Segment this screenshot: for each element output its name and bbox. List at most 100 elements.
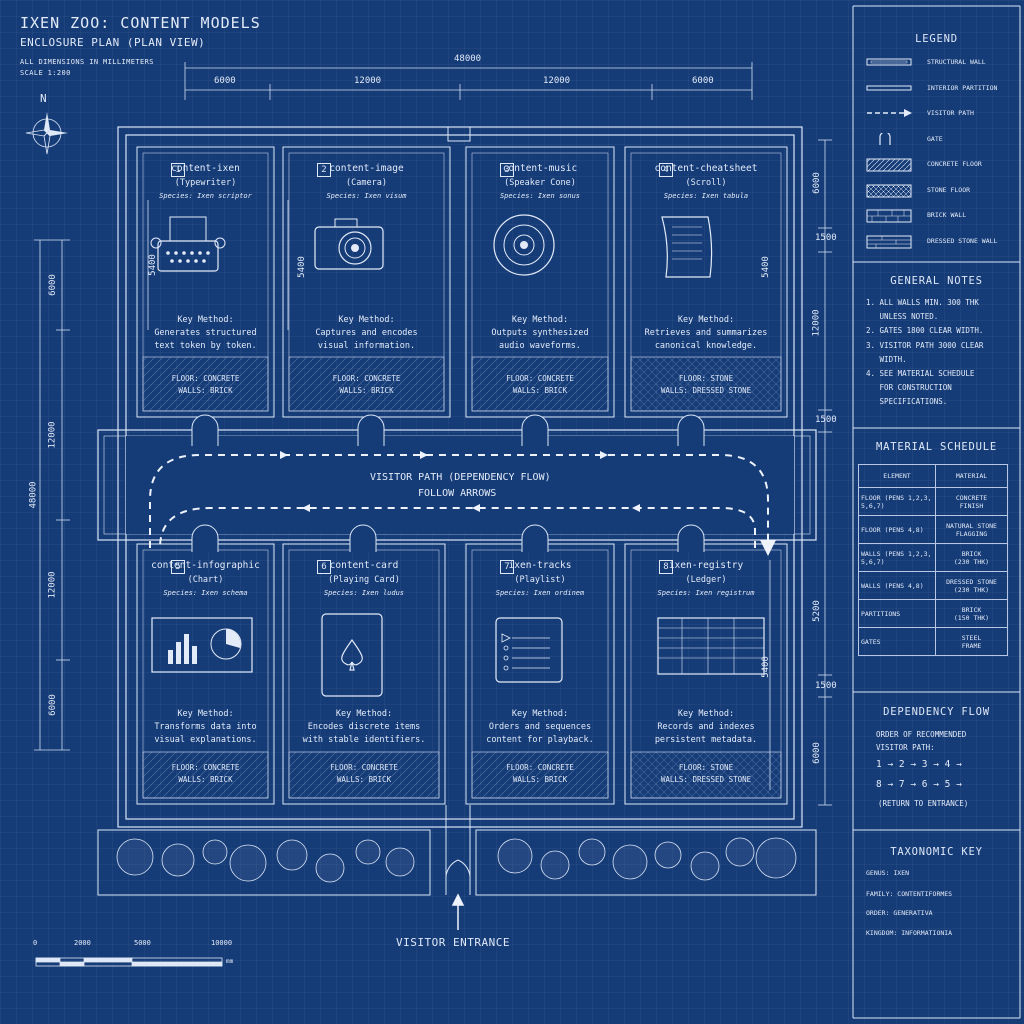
wall-spec: WALLS: BRICK bbox=[178, 775, 233, 784]
scale-unit-label: mm bbox=[226, 958, 234, 965]
scale-tick-label: 2000 bbox=[74, 939, 91, 947]
visitor-path-symbol bbox=[867, 109, 912, 117]
dependency-flow-heading: DEPENDENCY FLOW bbox=[883, 706, 990, 718]
legend-item-label: DRESSED STONE WALL bbox=[927, 236, 998, 245]
enclosure-common-name: (Chart) bbox=[187, 575, 224, 585]
enclosure-number-badge: 5 bbox=[171, 560, 185, 574]
material-cell-line: GATES bbox=[861, 637, 881, 646]
scale-tick-label: 10000 bbox=[211, 939, 233, 947]
enclosure-species: Species: Ixen registrum bbox=[657, 589, 755, 597]
enclosure-species: Species: Ixen ordinem bbox=[495, 589, 585, 597]
enclosure-name: ixen-registry bbox=[668, 560, 744, 571]
material-cell-line: FRAME bbox=[961, 641, 982, 650]
key-method-label: Key Method: bbox=[335, 709, 393, 719]
material-cell-line: 5,6,7) bbox=[861, 557, 885, 566]
playlist-icon bbox=[495, 617, 563, 683]
scale-tick-label: 0 bbox=[33, 939, 38, 947]
wall-spec: WALLS: DRESSED STONE bbox=[660, 386, 752, 395]
enclosure-name: content-music bbox=[502, 163, 578, 174]
gate-symbol bbox=[879, 132, 891, 145]
camera-icon bbox=[313, 218, 384, 270]
dependency-intro: ORDER OF RECOMMENDED bbox=[876, 730, 967, 739]
page-title: IXEN ZOO: CONTENT MODELS bbox=[20, 14, 261, 32]
floor-spec: FLOOR: CONCRETE bbox=[332, 374, 401, 383]
enclosure-species: Species: Ixen scriptor bbox=[159, 192, 252, 200]
enclosure-number-badge: 2 bbox=[317, 163, 331, 177]
material-cell-line: FLOOR (PENS 1,2,3, bbox=[861, 493, 932, 502]
taxonomy-line: FAMILY: CONTENTIFORMES bbox=[866, 890, 953, 898]
dim-top-segment: 12000 bbox=[354, 76, 382, 86]
dim-left-segment: 12000 bbox=[47, 421, 58, 449]
general-note-line: UNLESS NOTED. bbox=[866, 312, 939, 322]
structural-wall-symbol bbox=[866, 58, 912, 66]
material-table-cell: BRICK(230 THK) bbox=[935, 543, 1008, 572]
enclosure-common-name: (Playing Card) bbox=[328, 575, 400, 585]
material-cell-line: CONCRETE bbox=[955, 493, 988, 502]
material-table-row: WALLS (PENS 4,8) DRESSED STONE(230 THK) bbox=[858, 571, 1008, 600]
key-method-text: Generates structured bbox=[154, 328, 257, 338]
key-method-label: Key Method: bbox=[677, 315, 735, 325]
enclosure-species: Species: Ixen visum bbox=[326, 192, 407, 200]
dependency-footer: (RETURN TO ENTRANCE) bbox=[878, 799, 969, 808]
typewriter-icon bbox=[150, 216, 225, 272]
dim-right-segment: 6000 bbox=[811, 172, 822, 194]
taxonomy-line: ORDER: GENERATIVA bbox=[866, 909, 933, 917]
material-cell-line: STEEL bbox=[961, 633, 982, 642]
material-table-cell: BRICK(150 THK) bbox=[935, 599, 1008, 628]
material-cell-line: NATURAL STONE bbox=[946, 521, 997, 530]
enclosure-name: content-cheatsheet bbox=[654, 163, 758, 174]
general-note-line: WIDTH. bbox=[866, 354, 907, 364]
key-method-text: Outputs synthesized bbox=[491, 328, 589, 338]
speaker-icon bbox=[493, 214, 555, 276]
material-table-cell: DRESSED STONE(230 THK) bbox=[935, 571, 1008, 600]
visitor-path-sublabel: FOLLOW ARROWS bbox=[418, 488, 497, 499]
key-method-text: content for playback. bbox=[486, 735, 594, 745]
dim-top-segment: 6000 bbox=[692, 76, 714, 86]
enclosure-name: content-card bbox=[329, 560, 399, 571]
material-cell-line: WALLS (PENS 4,8) bbox=[861, 581, 924, 590]
key-method-text: Encodes discrete items bbox=[307, 722, 421, 732]
enclosure-name: content-image bbox=[329, 163, 404, 174]
material-table-header-cell: ELEMENT bbox=[858, 464, 936, 488]
taxonomy-line: GENUS: IXEN bbox=[866, 869, 910, 877]
enclosure-number-badge: 3 bbox=[500, 163, 514, 177]
material-cell-line: (150 THK) bbox=[953, 613, 990, 622]
key-method-text: Orders and sequences bbox=[488, 722, 592, 732]
enclosure-species: Species: Ixen schema bbox=[163, 589, 248, 597]
dependency-intro: VISITOR PATH: bbox=[876, 743, 935, 752]
dressed-stone-symbol bbox=[866, 235, 912, 248]
general-note-line: FOR CONSTRUCTION bbox=[866, 383, 952, 393]
enclosure-name: ixen-tracks bbox=[508, 560, 572, 571]
floor-spec: FLOOR: STONE bbox=[678, 374, 734, 383]
key-method-text: canonical knowledge. bbox=[654, 341, 758, 351]
compass-rose-icon bbox=[25, 112, 68, 155]
general-note-line: SPECIFICATIONS. bbox=[866, 397, 948, 407]
floor-spec: FLOOR: CONCRETE bbox=[506, 763, 574, 772]
material-table-cell: WALLS (PENS 4,8) bbox=[858, 571, 936, 600]
key-method-text: Records and indexes bbox=[657, 722, 755, 732]
enclosure-species: Species: Ixen tabula bbox=[663, 192, 749, 200]
general-note-line: 1. ALL WALLS MIN. 300 THK bbox=[866, 298, 979, 307]
dim-top-segment: 12000 bbox=[543, 76, 571, 86]
material-table-cell: PARTITIONS bbox=[858, 599, 936, 628]
material-cell-line: 5,6,7) bbox=[861, 501, 885, 510]
enclosure-number-badge: 8 bbox=[659, 560, 673, 574]
taxonomy-line: KINGDOM: INFORMATIONIA bbox=[866, 929, 953, 937]
key-method-label: Key Method: bbox=[177, 709, 234, 719]
enclosure-common-name: (Camera) bbox=[346, 178, 387, 188]
material-cell-line: BRICK bbox=[961, 605, 982, 614]
legend-heading: LEGEND bbox=[915, 33, 958, 45]
key-method-text: audio waveforms. bbox=[499, 341, 581, 351]
enclosure-name: content-ixen bbox=[171, 163, 240, 174]
material-cell-line: FLAGGING bbox=[955, 529, 988, 538]
dim-left-total: 48000 bbox=[28, 481, 39, 509]
enclosure-number-badge: 4 bbox=[659, 163, 673, 177]
general-note-line: 3. VISITOR PATH 3000 CLEAR bbox=[866, 340, 984, 350]
material-cell-line: BRICK bbox=[961, 549, 982, 558]
legend-item-label: CONCRETE FLOOR bbox=[927, 160, 982, 168]
floor-spec: FLOOR: CONCRETE bbox=[330, 763, 398, 772]
enclosure-species: Species: Ixen sonus bbox=[499, 192, 581, 200]
